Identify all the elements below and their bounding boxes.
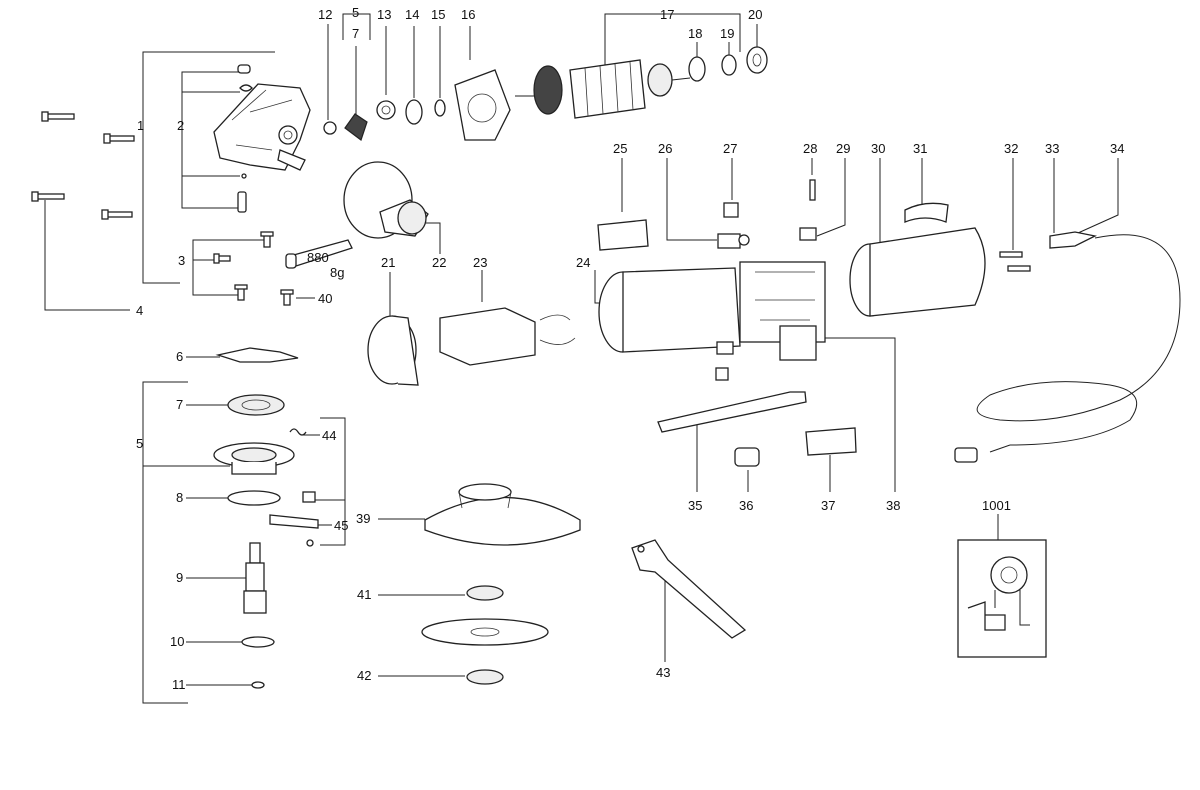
- label-part-4: 4: [136, 303, 143, 318]
- label-part-9: 9: [176, 570, 183, 585]
- label-part-18: 18: [688, 26, 702, 41]
- grease-amount-label: 8g: [330, 265, 344, 280]
- label-part-17: 17: [660, 7, 674, 22]
- label-part-20: 20: [748, 7, 762, 22]
- armature-part-17: [515, 59, 691, 119]
- label-part-25: [597, 219, 649, 251]
- slide-button-part-36: [734, 447, 760, 467]
- label-part-24: 24: [576, 255, 590, 270]
- label-part-12: 12: [318, 7, 332, 22]
- label-part-8: 8: [176, 490, 183, 505]
- label-part-41: 41: [357, 587, 371, 602]
- air-guide-part-21: [367, 315, 419, 386]
- label-part-25: 25: [613, 141, 627, 156]
- grease-tube-label: 880: [307, 250, 329, 265]
- screws-part-1: [31, 111, 135, 220]
- washer-part-10: [241, 636, 275, 648]
- label-part-28: 28: [803, 141, 817, 156]
- label-part-45: 45: [334, 518, 348, 533]
- bevel-gear-part-7: [227, 394, 285, 416]
- label-part-11: 11: [172, 677, 186, 692]
- leader-lines: [44, 13, 1119, 704]
- grinding-disc: [421, 618, 549, 646]
- label-part-44: 44: [322, 428, 336, 443]
- ring-part-11: [251, 681, 265, 689]
- label-part-1: 1: [137, 118, 144, 133]
- label-part-23: 23: [473, 255, 487, 270]
- label-part-37: [805, 427, 857, 456]
- label-part-19: 19: [720, 26, 734, 41]
- spindle-part-9: [243, 542, 267, 614]
- label-part-5: 5: [136, 436, 143, 451]
- label-part-33: 33: [1045, 141, 1059, 156]
- label-part-29: 29: [836, 141, 850, 156]
- label-part-16: 16: [461, 7, 475, 22]
- grease-tube: 880 8g: [285, 239, 353, 280]
- small-block: [716, 341, 734, 355]
- label-part-3: 3: [178, 253, 185, 268]
- electronics-module-part-1001: [957, 539, 1047, 658]
- label-part-36: 36: [739, 498, 753, 513]
- small-block-2: [715, 367, 729, 381]
- screws-part-3: [213, 231, 294, 306]
- wheel-guard-part-39: [424, 483, 581, 546]
- label-part-31: 31: [913, 141, 927, 156]
- small-parts-2: [237, 64, 253, 213]
- cover-strip-part-31: [904, 202, 949, 223]
- label-part-7: 7: [176, 397, 183, 412]
- label-part-43: 43: [656, 665, 670, 680]
- part-number-labels: 1 2 3 4 5 5 6 7 7 8 9 10 11 12 13 14 15 …: [136, 5, 1124, 692]
- ring-part-8: [227, 490, 281, 506]
- label-part-38: 38: [886, 498, 900, 513]
- bearing-flange: [213, 442, 295, 475]
- spanner-part-43: [631, 539, 747, 639]
- gasket-part-6: [215, 347, 299, 363]
- label-part-40: 40: [318, 291, 332, 306]
- label-part-7-top: 7: [352, 26, 359, 41]
- screw-part-28: [809, 179, 816, 201]
- label-part-39: 39: [356, 511, 370, 526]
- label-part-13: 13: [377, 7, 391, 22]
- clip-part-29: [799, 227, 817, 241]
- spindle-lock-part-45: [269, 491, 319, 547]
- power-cord-part-34: [954, 231, 1181, 463]
- label-part-32: 32: [1004, 141, 1018, 156]
- label-part-22: 22: [432, 255, 446, 270]
- bearings-parts-18-20: [688, 46, 768, 82]
- bearing-plate-part-16: [454, 69, 511, 141]
- switch-module-part-38: [779, 325, 817, 361]
- gear-housing: [213, 83, 311, 171]
- label-part-21: 21: [381, 255, 395, 270]
- label-part-5-top: 5: [352, 5, 359, 20]
- switch-rod-part-35: [657, 391, 807, 433]
- flange-part-41: [466, 585, 504, 601]
- label-part-27: 27: [723, 141, 737, 156]
- spring-part-44: [289, 428, 307, 436]
- label-part-1001: 1001: [982, 498, 1011, 513]
- label-part-30: 30: [871, 141, 885, 156]
- label-part-37: 37: [821, 498, 835, 513]
- label-part-14: 14: [405, 7, 419, 22]
- clamp-nut-part-42: [466, 669, 504, 685]
- top-small-parts: [323, 99, 446, 141]
- field-coil-part-23: [439, 307, 576, 366]
- label-part-10: 10: [170, 634, 184, 649]
- label-part-6: 6: [176, 349, 183, 364]
- fan-part-22: [343, 161, 429, 239]
- label-part-34: 34: [1110, 141, 1124, 156]
- label-part-35: 35: [688, 498, 702, 513]
- label-part-26: 26: [658, 141, 672, 156]
- switch-part-26: [717, 233, 750, 249]
- label-part-15: 15: [431, 7, 445, 22]
- screws-part-32: [999, 251, 1031, 272]
- label-part-2: 2: [177, 118, 184, 133]
- label-part-42: 42: [357, 668, 371, 683]
- carbon-brush-part-27: [723, 202, 739, 218]
- rear-housing-part-30: [849, 227, 986, 317]
